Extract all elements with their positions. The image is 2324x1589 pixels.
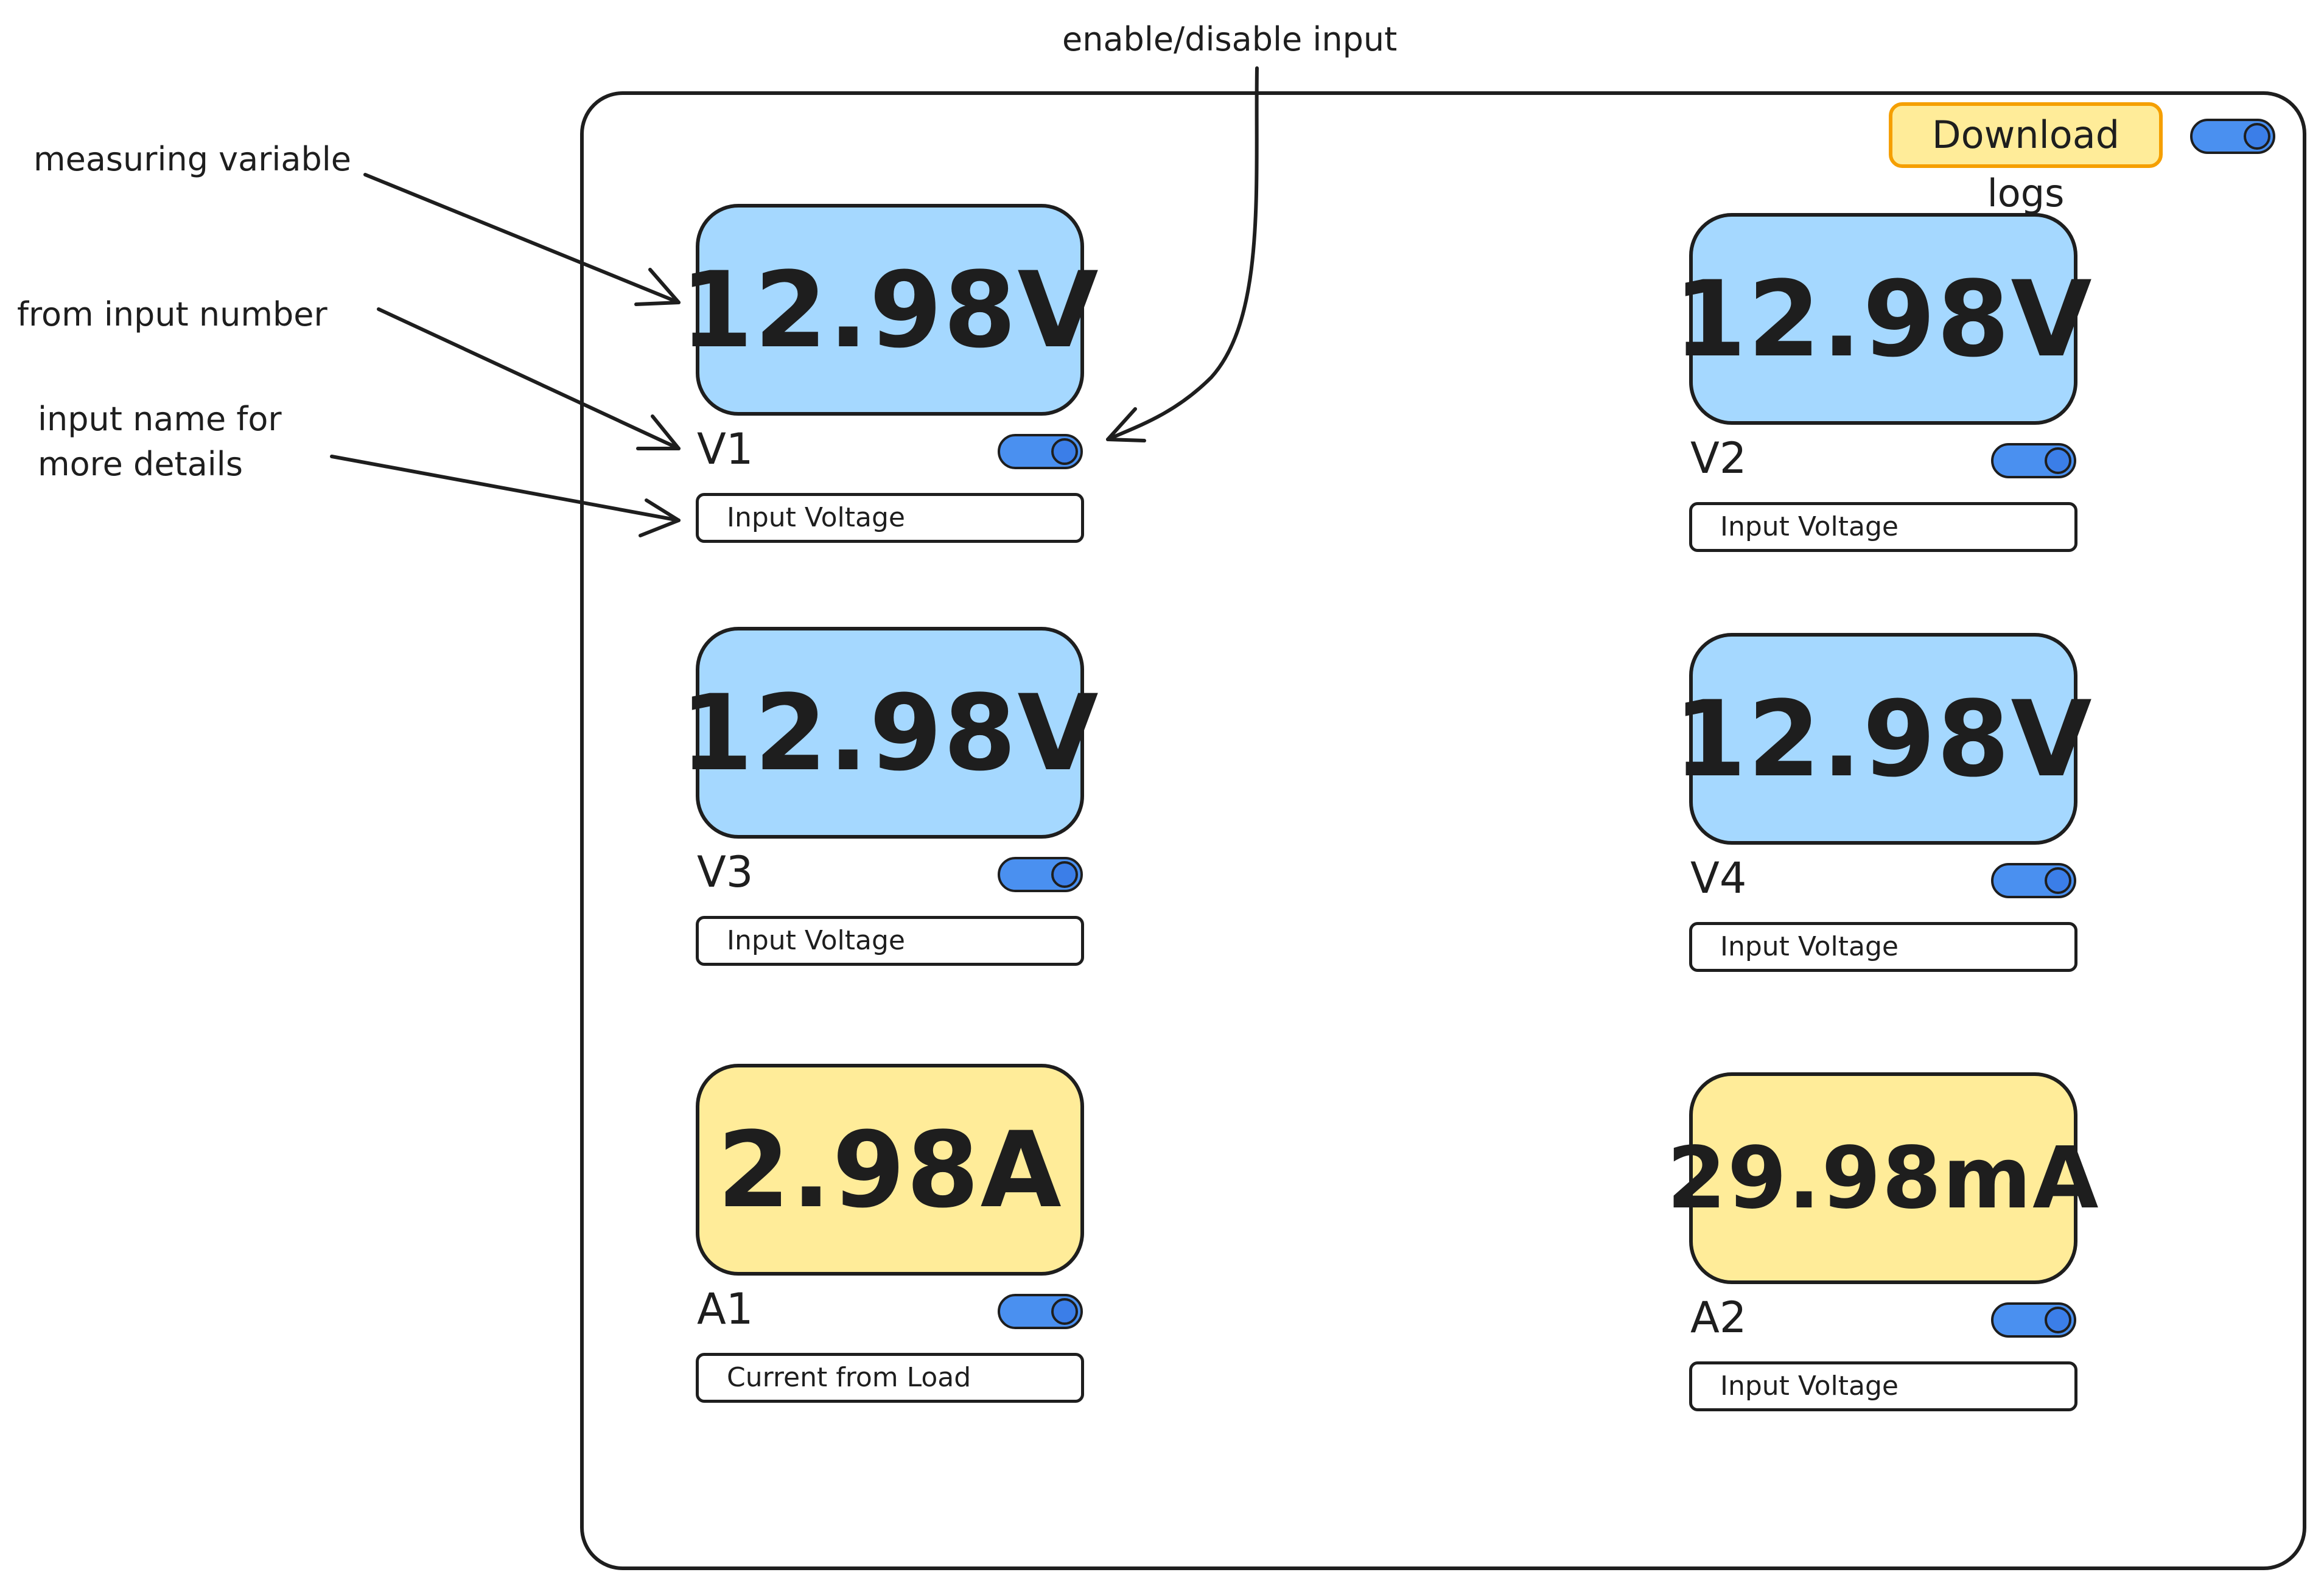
channel-label: V4 (1690, 853, 1747, 903)
download-logs-button[interactable]: Download logs (1889, 102, 2163, 215)
annotation-enable-disable: enable/disable input (1062, 20, 1398, 58)
meter-a2: 29.98mA A2 Input Voltage (1667, 1072, 2099, 1411)
enable-toggle-v3[interactable] (998, 857, 1083, 892)
meter-reading: 12.98V (680, 627, 1099, 839)
input-name-field-v3[interactable]: Input Voltage (696, 916, 1084, 966)
enable-toggle-v4[interactable] (1991, 863, 2076, 898)
input-name-field-a2[interactable]: Input Voltage (1689, 1361, 2077, 1411)
meter-v3: 12.98V V3 Input Voltage (680, 627, 1099, 966)
toggle-knob (2045, 1307, 2071, 1333)
meter-reading: 2.98A (696, 1064, 1084, 1276)
meter-reading: 12.98V (1673, 213, 2092, 425)
input-name-field-v2[interactable]: Input Voltage (1689, 502, 2077, 552)
meter-reading: 12.98V (680, 204, 1099, 416)
channel-label: V1 (697, 424, 754, 474)
channel-label: A2 (1690, 1293, 1747, 1343)
meter-v1: 12.98V V1 Input Voltage (680, 204, 1099, 543)
annotation-measuring-variable: measuring variable (33, 140, 351, 178)
enable-toggle-a1[interactable] (998, 1294, 1083, 1329)
toggle-knob (2045, 447, 2071, 474)
enable-toggle-a2[interactable] (1991, 1302, 2076, 1338)
global-enable-toggle[interactable] (2190, 119, 2275, 154)
channel-label: A1 (697, 1284, 754, 1334)
toggle-knob (1051, 438, 1078, 465)
toggle-knob (2244, 123, 2270, 150)
input-name-field-v4[interactable]: Input Voltage (1689, 922, 2077, 972)
meter-v4: 12.98V V4 Input Voltage (1673, 633, 2092, 972)
meter-reading: 29.98mA (1667, 1072, 2099, 1284)
input-name-field-v1[interactable]: Input Voltage (696, 493, 1084, 543)
meter-v2: 12.98V V2 Input Voltage (1673, 213, 2092, 552)
annotation-from-input-number: from input number (17, 295, 327, 334)
meter-reading: 12.98V (1673, 633, 2092, 845)
enable-toggle-v1[interactable] (998, 434, 1083, 469)
enable-toggle-v2[interactable] (1991, 443, 2076, 478)
channel-label: V3 (697, 847, 754, 897)
meter-a1: 2.98A A1 Current from Load (696, 1064, 1084, 1403)
channel-label: V2 (1690, 433, 1747, 483)
annotation-input-name: input name for more details (38, 400, 282, 483)
toggle-knob (1051, 1298, 1078, 1325)
toggle-knob (1051, 861, 1078, 888)
device-panel (580, 91, 2306, 1570)
input-name-field-a1[interactable]: Current from Load (696, 1353, 1084, 1403)
toggle-knob (2045, 867, 2071, 894)
